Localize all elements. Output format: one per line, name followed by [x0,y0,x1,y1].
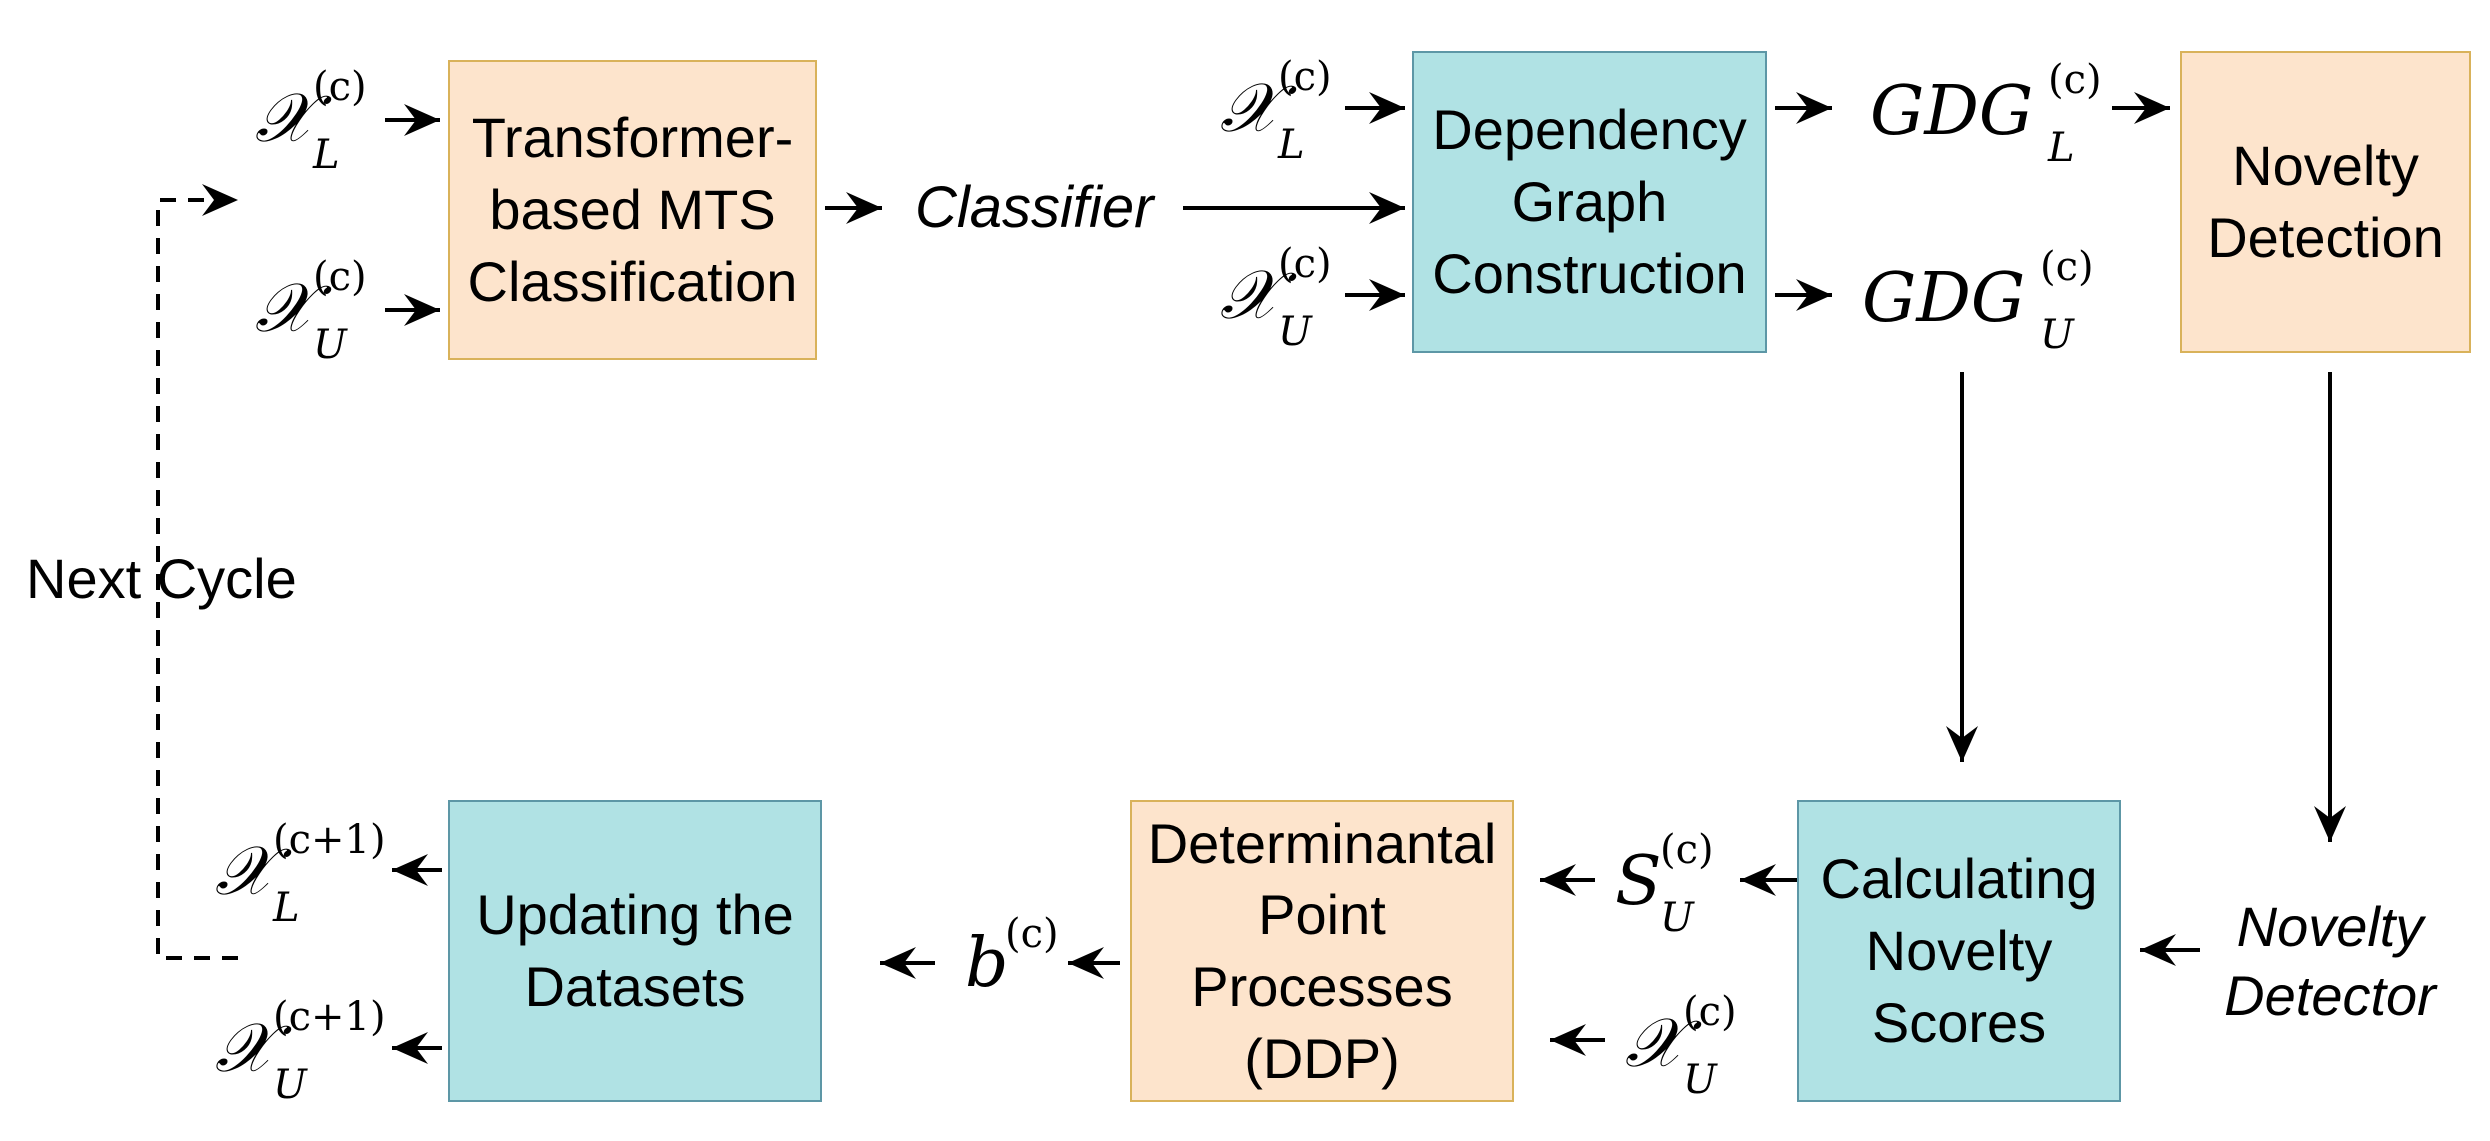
x-u-c-input-dependency: 𝒳 (c) U [1220,241,1332,355]
novelty-detection-box-label: Novelty Detection [2207,134,2444,269]
x-u-c1-output: 𝒳 (c+1) U [215,994,386,1108]
novelty-detection-box: Novelty Detection [2180,51,2471,353]
x-u-c-input-left: 𝒳 (c) U [255,254,367,368]
dpp-box: Determinantal Point Processes (DDP) [1130,800,1514,1102]
gdg-l-c: GDG (c) L [1870,57,2102,171]
novelty-detector-label: Novelty Detector [2224,895,2436,1028]
x-l-c1-output: 𝒳 (c+1) L [215,817,386,931]
b-c: b (c) [965,911,1059,1003]
updating-box: Updating the Datasets [448,800,822,1102]
classifier-label: Classifier [915,175,1154,240]
updating-box-label: Updating the Datasets [476,883,794,1018]
calculating-box: Calculating Novelty Scores [1797,800,2121,1102]
calculating-box-label: Calculating Novelty Scores [1820,847,2098,1054]
x-l-c-input-left: 𝒳 (c) L [255,64,367,178]
next-cycle-loop [156,184,238,960]
s-u-c: S (c) U [1615,827,1714,941]
transformer-box-label: Transformer- based MTS Classification [467,106,798,313]
dependency-box-label: Dependency Graph Construction [1432,98,1747,305]
dpp-box-label: Determinantal Point Processes (DDP) [1147,811,1497,1090]
dependency-box: Dependency Graph Construction [1412,51,1767,353]
next-cycle-label: Next Cycle [26,547,297,610]
gdg-u-c: GDG (c) U [1862,244,2094,358]
x-u-c-input-dpp: 𝒳 (c) U [1625,989,1737,1103]
x-l-c-input-dependency: 𝒳 (c) L [1220,54,1332,168]
transformer-box: Transformer- based MTS Classification [448,60,817,360]
